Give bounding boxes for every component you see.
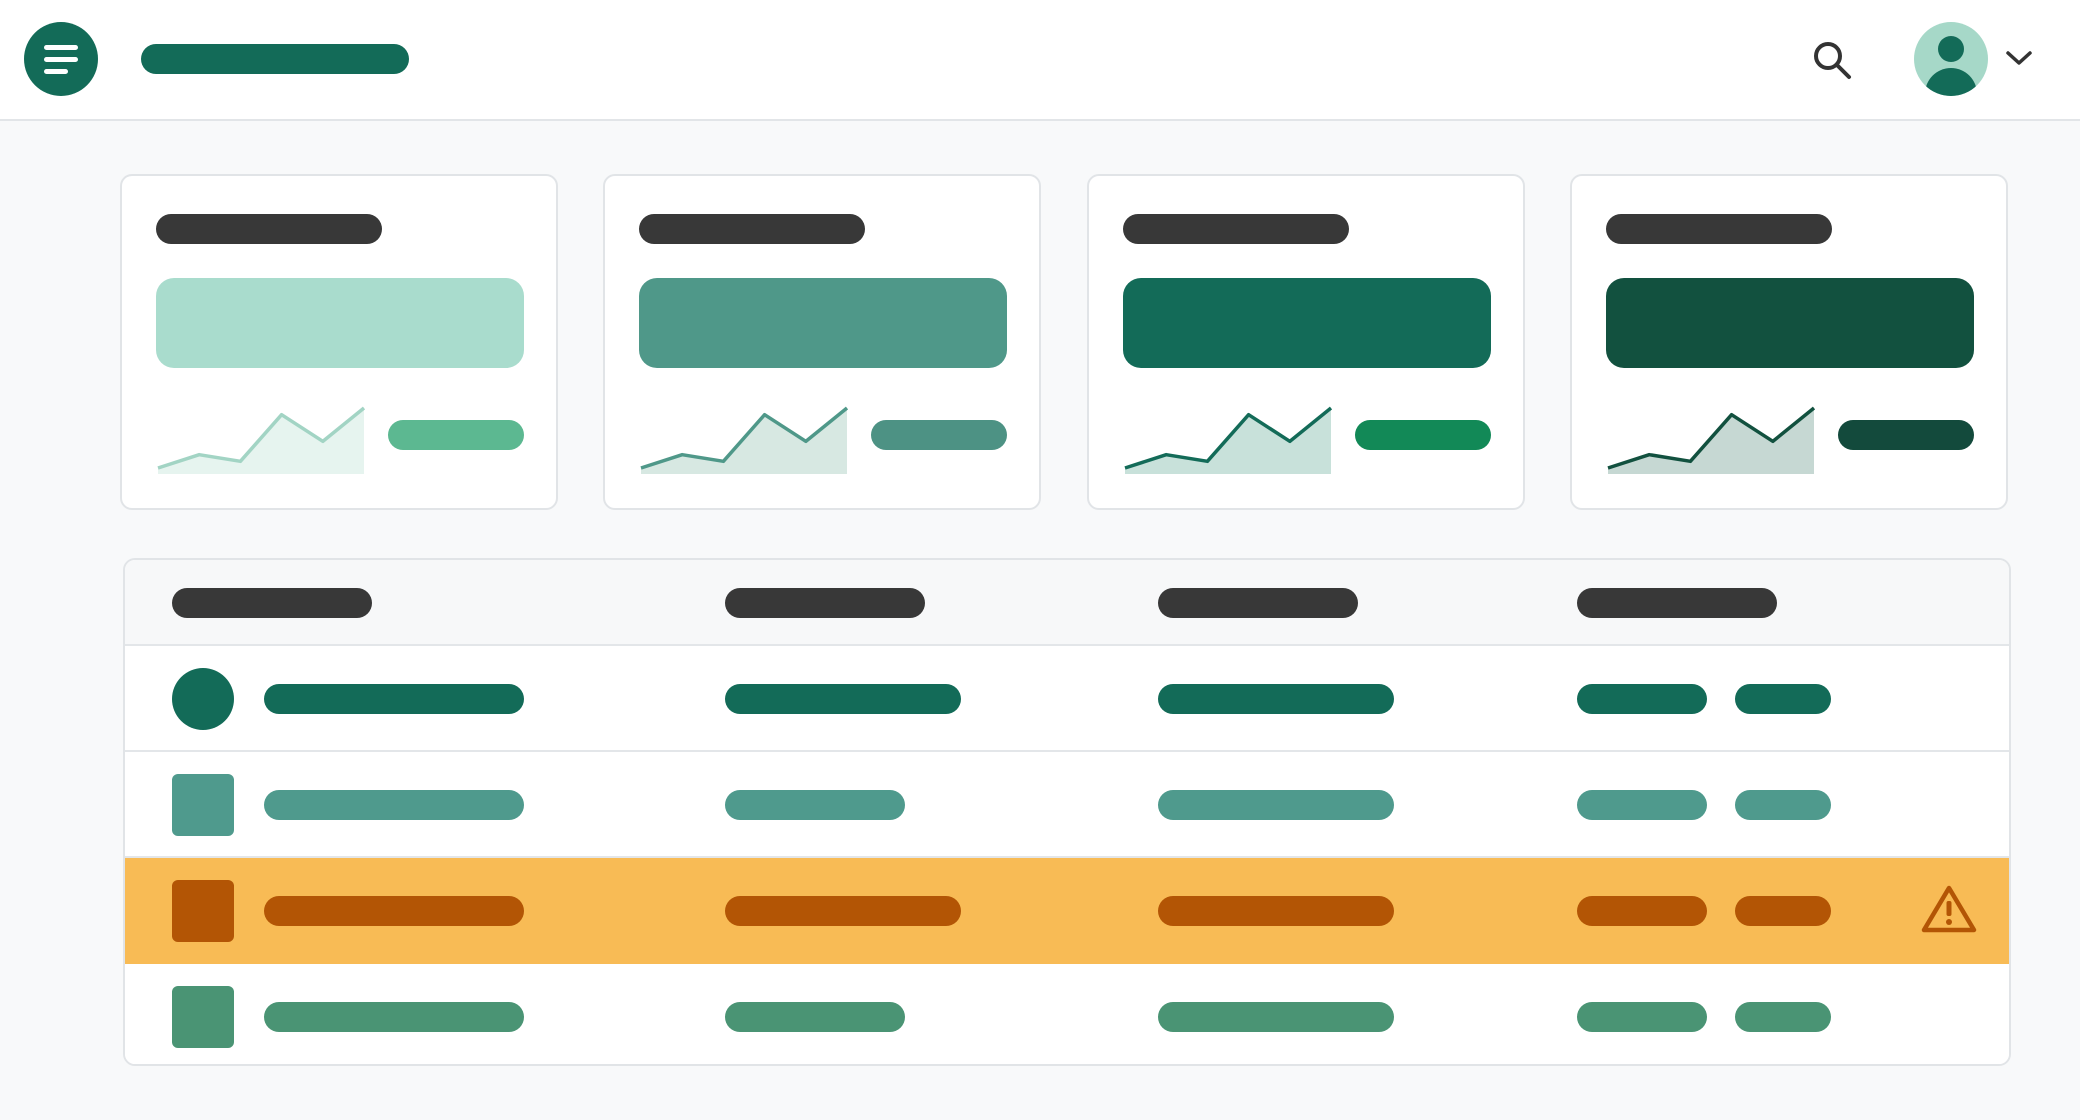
- kpi-value-placeholder: [1123, 278, 1491, 368]
- table-cell-placeholder: [264, 896, 524, 926]
- kpi-label-placeholder: [1123, 214, 1349, 244]
- sparkline-chart: [640, 406, 849, 474]
- column-header[interactable]: [725, 588, 925, 618]
- search-icon[interactable]: [1808, 36, 1856, 84]
- table-row[interactable]: [125, 964, 2009, 1064]
- sparkline-line: [1124, 406, 1333, 470]
- sparkline-line: [157, 406, 366, 470]
- sparkline-line: [640, 406, 849, 470]
- table-cell-placeholder: [1158, 896, 1394, 926]
- sparkline-chart: [1607, 406, 1816, 474]
- status-circle-icon: [172, 668, 234, 730]
- sparkline-chart: [157, 406, 366, 474]
- table-cell-placeholder: [1158, 1002, 1394, 1032]
- kpi-label-placeholder: [156, 214, 382, 244]
- table-cell-placeholder: [1577, 1002, 1707, 1032]
- app-title-placeholder: [141, 44, 409, 74]
- kpi-card[interactable]: [120, 174, 558, 510]
- hamburger-line: [44, 56, 78, 62]
- sparkline-area: [1125, 408, 1331, 474]
- table-row[interactable]: [125, 752, 2009, 858]
- avatar-body: [1925, 68, 1977, 96]
- hamburger-line: [44, 68, 68, 74]
- menu-button[interactable]: [24, 22, 98, 96]
- table-cell-placeholder: [1577, 684, 1707, 714]
- avatar-head: [1938, 36, 1964, 62]
- status-square-icon: [172, 774, 234, 836]
- table-cell-placeholder: [264, 684, 524, 714]
- kpi-delta-placeholder: [388, 420, 524, 450]
- table-cell-placeholder: [1735, 1002, 1831, 1032]
- kpi-value-placeholder: [639, 278, 1007, 368]
- table-cell-placeholder: [725, 684, 961, 714]
- sparkline-area: [641, 408, 847, 474]
- status-square-icon: [172, 880, 234, 942]
- table-cell-placeholder: [1158, 684, 1394, 714]
- column-header[interactable]: [172, 588, 372, 618]
- column-header[interactable]: [1158, 588, 1358, 618]
- status-square-icon: [172, 986, 234, 1048]
- kpi-value-placeholder: [1606, 278, 1974, 368]
- top-app-bar: [0, 0, 2080, 121]
- table-cell-placeholder: [1735, 896, 1831, 926]
- kpi-value-placeholder: [156, 278, 524, 368]
- kpi-delta-placeholder: [1355, 420, 1491, 450]
- sparkline-chart: [1124, 406, 1333, 474]
- table-cell-placeholder: [725, 790, 905, 820]
- sparkline-area: [1608, 408, 1814, 474]
- kpi-label-placeholder: [639, 214, 865, 244]
- data-table: [123, 558, 2011, 1066]
- kpi-delta-placeholder: [871, 420, 1007, 450]
- chevron-down-icon[interactable]: [2004, 46, 2034, 70]
- warning-triangle-icon[interactable]: [1921, 884, 1977, 934]
- table-cell-placeholder: [1577, 896, 1707, 926]
- table-row[interactable]: [125, 858, 2009, 964]
- kpi-card[interactable]: [1087, 174, 1525, 510]
- kpi-delta-placeholder: [1838, 420, 1974, 450]
- table-cell-placeholder: [725, 1002, 905, 1032]
- table-header: [125, 560, 2009, 646]
- hamburger-menu-icon: [44, 44, 78, 50]
- table-cell-placeholder: [725, 896, 961, 926]
- kpi-card[interactable]: [603, 174, 1041, 510]
- table-cell-placeholder: [1158, 790, 1394, 820]
- table-cell-placeholder: [1735, 684, 1831, 714]
- user-avatar-icon[interactable]: [1914, 22, 1988, 96]
- kpi-card[interactable]: [1570, 174, 2008, 510]
- table-cell-placeholder: [1577, 790, 1707, 820]
- sparkline-line: [1607, 406, 1816, 470]
- sparkline-area: [158, 408, 364, 474]
- table-cell-placeholder: [1735, 790, 1831, 820]
- kpi-label-placeholder: [1606, 214, 1832, 244]
- table-row[interactable]: [125, 646, 2009, 752]
- column-header[interactable]: [1577, 588, 1777, 618]
- table-cell-placeholder: [264, 790, 524, 820]
- table-cell-placeholder: [264, 1002, 524, 1032]
